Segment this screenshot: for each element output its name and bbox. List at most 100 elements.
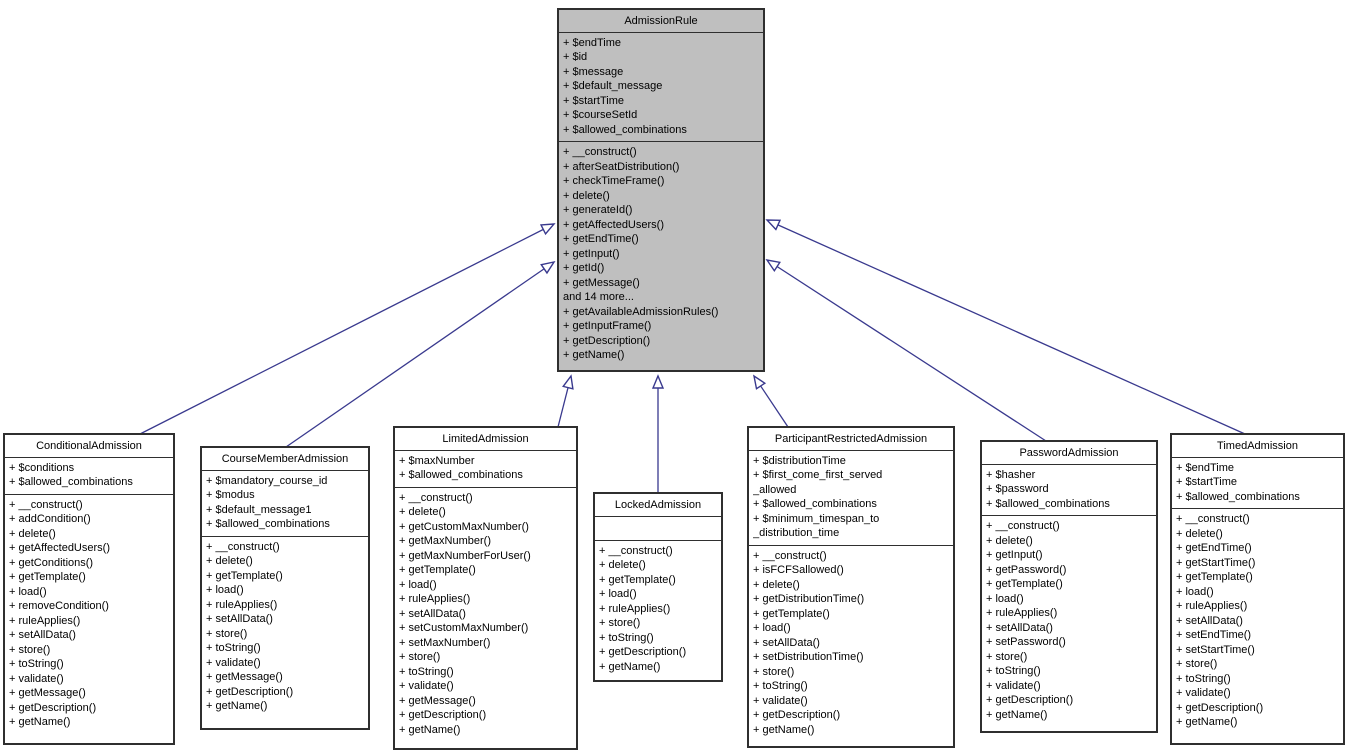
member-row: + setEndTime() <box>1176 629 1252 641</box>
class-title: AdmissionRule <box>559 10 763 33</box>
member-row: + ruleApplies() <box>399 593 471 605</box>
member-row: + ruleApplies() <box>599 602 671 615</box>
member-row: + validate() <box>1176 687 1231 699</box>
member-row: + $startTime <box>563 94 625 107</box>
member-row: + setAllData() <box>399 607 466 620</box>
member-row: + store() <box>986 650 1028 663</box>
member-row: + delete() <box>206 555 253 567</box>
class-attributes: + $distributionTime+ $first_come_first_s… <box>749 451 953 545</box>
class-title: ParticipantRestrictedAdmission <box>749 428 953 451</box>
class-methods: + __construct()+ delete()+ getEndTime()+… <box>1172 508 1343 743</box>
member-row: + validate() <box>399 680 454 692</box>
member-row: + getTemplate() <box>9 571 86 583</box>
member-row: + delete() <box>563 189 610 202</box>
member-row: + getEndTime() <box>1176 542 1252 554</box>
member-row: + load() <box>599 588 637 600</box>
class-attributes: + $endTime+ $id+ $message+ $default_mess… <box>559 33 763 142</box>
class-box-lockedadmission[interactable]: LockedAdmission + __construct()+ delete(… <box>593 492 723 682</box>
member-row: + setAllData() <box>986 621 1053 634</box>
class-box-coursememberadmission[interactable]: CourseMemberAdmission + $mandatory_cours… <box>200 446 370 730</box>
member-row: + getId() <box>563 262 605 274</box>
member-row: + validate() <box>206 656 261 669</box>
member-row: + getAffectedUsers() <box>563 218 664 231</box>
inheritance-edge-conditionaladmission <box>139 224 554 435</box>
inheritance-edge-timedadmission <box>767 220 1246 435</box>
member-row: + $mandatory_course_id <box>206 474 328 487</box>
member-row: + toString() <box>599 631 654 644</box>
member-row: + getTemplate() <box>206 569 283 582</box>
class-attributes: + $mandatory_course_id+ $modus+ $default… <box>202 471 368 536</box>
class-methods: + __construct()+ isFCFSallowed()+ delete… <box>749 544 953 747</box>
member-row: + $courseSetId <box>563 109 638 121</box>
member-row: + getTemplate() <box>599 573 676 586</box>
class-box-timedadmission[interactable]: TimedAdmission + $endTime+ $startTime+ $… <box>1170 433 1345 745</box>
member-row: + __construct() <box>753 549 827 562</box>
member-row: + setMaxNumber() <box>399 636 491 649</box>
class-methods: + __construct()+ delete()+ getInput()+ g… <box>982 515 1156 731</box>
member-row: + __construct() <box>986 520 1060 532</box>
member-row: + afterSeatDistribution() <box>563 160 680 173</box>
member-row: + __construct() <box>399 491 473 504</box>
member-row: + $password <box>986 483 1049 495</box>
class-attributes: + $maxNumber+ $allowed_combinations <box>395 451 576 487</box>
member-row: + $allowed_combinations <box>9 476 133 488</box>
class-box-conditionaladmission[interactable]: ConditionalAdmission + $conditions+ $all… <box>3 433 175 745</box>
class-box-participantrestrictedadmission[interactable]: ParticipantRestrictedAdmission + $distri… <box>747 426 955 748</box>
class-attributes: + $endTime+ $startTime+ $allowed_combina… <box>1172 458 1343 509</box>
member-row: + $startTime <box>1176 476 1238 488</box>
member-row: + toString() <box>206 642 261 654</box>
member-row: + getInput() <box>563 247 620 260</box>
member-row: + store() <box>753 665 795 678</box>
member-row: + setDistributionTime() <box>753 651 864 663</box>
class-box-admissionrule[interactable]: AdmissionRule + $endTime+ $id+ $message+… <box>557 8 765 372</box>
member-row: + $endTime <box>563 36 621 49</box>
member-row: + load() <box>206 584 244 596</box>
member-row: + $maxNumber <box>399 454 475 467</box>
inheritance-edge-participantrestrictedadmission <box>754 376 789 428</box>
class-title: LimitedAdmission <box>395 428 576 451</box>
member-row: + ruleApplies() <box>986 607 1058 619</box>
class-title: CourseMemberAdmission <box>202 448 368 471</box>
member-row: + getInputFrame() <box>563 320 652 332</box>
member-row: + ruleApplies() <box>9 614 81 627</box>
inheritance-edge-limitedadmission <box>557 376 571 428</box>
member-row: + store() <box>1176 658 1218 670</box>
member-row: + toString() <box>753 680 808 692</box>
member-row: + getConditions() <box>9 556 94 569</box>
member-row: + getMaxNumberForUser() <box>399 549 531 562</box>
member-row: + delete() <box>9 527 56 540</box>
member-row: + ruleApplies() <box>1176 600 1248 612</box>
member-row: + store() <box>399 651 441 663</box>
class-attributes <box>595 517 721 540</box>
member-row: + getDescription() <box>9 701 97 714</box>
member-row: + store() <box>9 643 51 656</box>
member-row: + checkTimeFrame() <box>563 175 665 187</box>
member-row: + $allowed_combinations <box>563 123 687 136</box>
member-row: + $default_message <box>563 80 663 92</box>
member-row: + getDescription() <box>399 709 487 721</box>
class-title: TimedAdmission <box>1172 435 1343 458</box>
member-row: + __construct() <box>9 498 83 511</box>
member-row: + getDescription() <box>753 709 841 721</box>
member-row: + $allowed_combinations <box>206 518 330 530</box>
class-box-limitedadmission[interactable]: LimitedAdmission + $maxNumber+ $allowed_… <box>393 426 578 750</box>
inheritance-edge-passwordadmission <box>767 260 1047 442</box>
member-row: + setAllData() <box>9 629 76 641</box>
member-row: + $id <box>563 51 588 63</box>
member-row: + $hasher <box>986 468 1036 481</box>
member-row: + $allowed_combinations <box>753 498 877 510</box>
member-row: + toString() <box>399 665 454 678</box>
member-row: + $default_message1 <box>206 503 312 516</box>
member-row: + setAllData() <box>206 613 273 625</box>
member-row: + $minimum_timespan_to _distribution_tim… <box>753 512 880 540</box>
member-row: + $endTime <box>1176 461 1234 474</box>
member-row: + store() <box>599 617 641 629</box>
member-row: + toString() <box>1176 672 1231 685</box>
member-row: + getMessage() <box>9 687 86 699</box>
member-row: + __construct() <box>563 146 637 158</box>
class-box-passwordadmission[interactable]: PasswordAdmission + $hasher+ $password+ … <box>980 440 1158 733</box>
member-row: + validate() <box>753 694 808 707</box>
member-row: + getName() <box>753 723 815 736</box>
member-row: + ruleApplies() <box>206 598 278 611</box>
member-row: + setAllData() <box>1176 614 1243 627</box>
